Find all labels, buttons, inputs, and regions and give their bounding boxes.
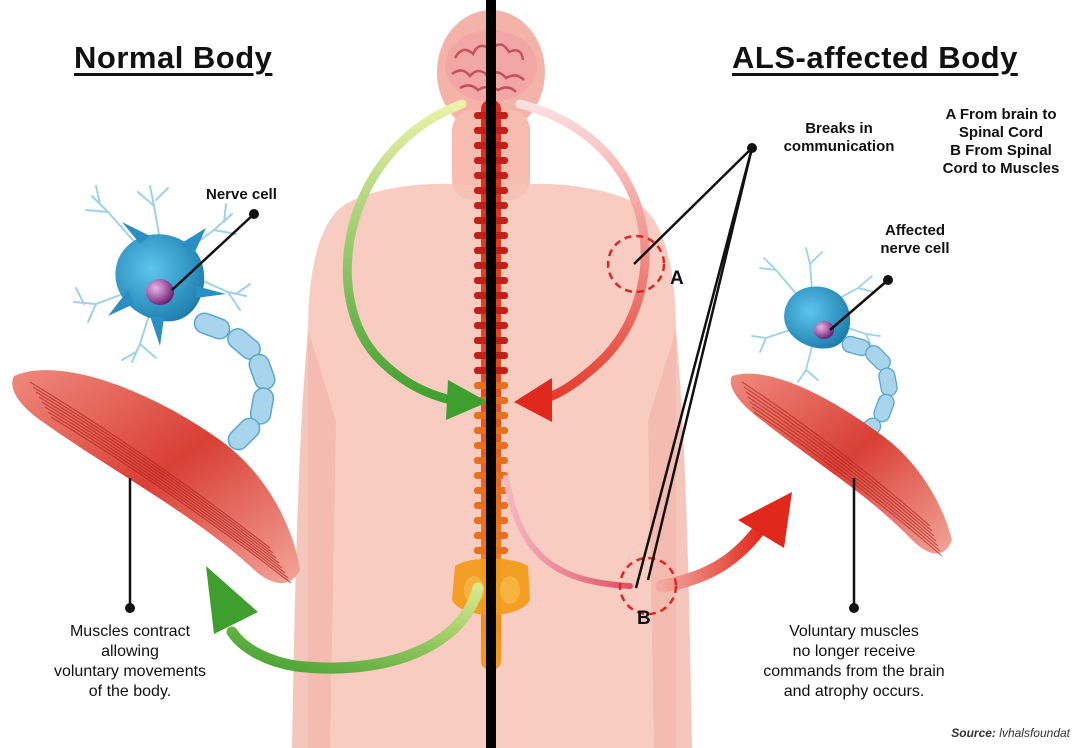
center-divider bbox=[486, 0, 496, 748]
affected-nerve-cell-label: Affected nerve cell bbox=[856, 222, 974, 258]
source-label: Source: bbox=[951, 726, 996, 740]
source-text: lvhalsfoundat bbox=[999, 726, 1070, 740]
source-credit: Source: lvhalsfoundat bbox=[951, 726, 1070, 740]
marker-a-label: A bbox=[670, 268, 684, 290]
als-caption: Voluntary muscles no longer receive comm… bbox=[728, 622, 980, 702]
marker-b-label: B bbox=[637, 608, 651, 630]
nerve-cell-label: Nerve cell bbox=[206, 186, 277, 204]
normal-caption: Muscles contract allowing voluntary move… bbox=[22, 622, 238, 702]
breaks-label: Breaks in communication bbox=[770, 120, 908, 156]
normal-body-title: Normal Body bbox=[74, 40, 272, 76]
key-legend: A From brain to Spinal Cord B From Spina… bbox=[928, 106, 1074, 178]
als-body-title: ALS-affected Body bbox=[732, 40, 1018, 76]
